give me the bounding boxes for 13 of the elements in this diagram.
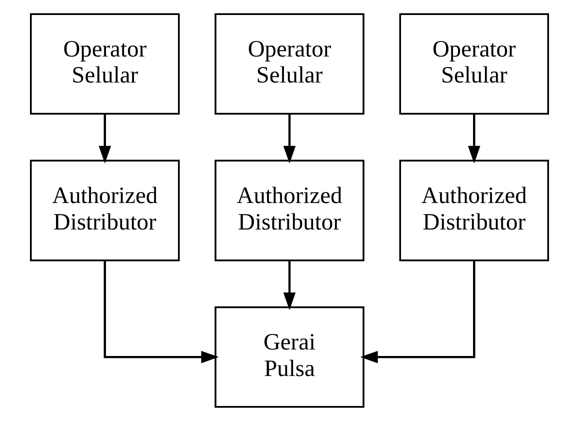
- node-box: Authorized Distributor: [214, 160, 364, 262]
- arrow: [360, 260, 476, 364]
- node-box: Authorized Distributor: [30, 160, 180, 262]
- arrow: [283, 114, 296, 164]
- node-box: Operator Selular: [214, 13, 364, 115]
- node-box: Authorized Distributor: [399, 160, 550, 262]
- arrow: [98, 114, 112, 164]
- arrow: [104, 260, 219, 364]
- node-box: Operator Selular: [399, 13, 550, 115]
- node-box: Operator Selular: [30, 13, 180, 115]
- arrow: [468, 114, 480, 164]
- node-box: Gerai Pulsa: [214, 306, 364, 408]
- arrow: [283, 260, 296, 310]
